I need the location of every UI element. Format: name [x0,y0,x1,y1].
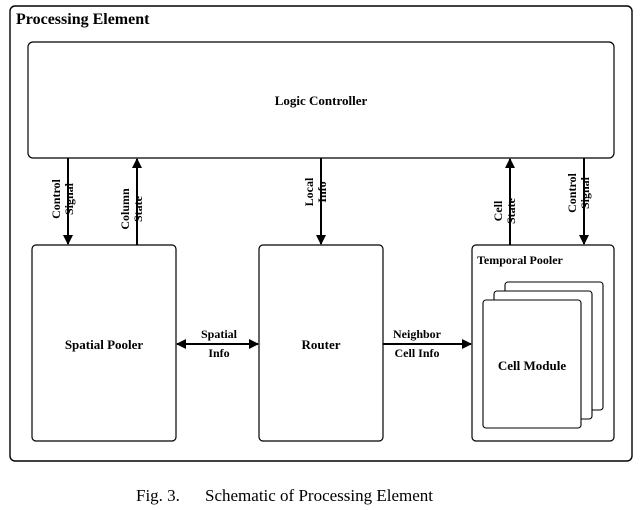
spatial-pooler-label: Spatial Pooler [65,337,144,352]
control-signal-right-label: Control Signal [565,172,592,212]
svg-text:Control: Control [49,178,63,218]
svg-text:Cell Info: Cell Info [395,346,440,360]
svg-text:Spatial: Spatial [201,327,238,341]
control-signal-left-label: Control Signal [49,178,76,218]
temporal-pooler-label: Temporal Pooler [477,253,564,267]
svg-text:Cell: Cell [491,200,505,221]
svg-text:Signal: Signal [62,182,76,215]
svg-text:Column: Column [118,188,132,230]
svg-text:Control: Control [565,172,579,212]
router-label: Router [302,337,341,352]
svg-text:Neighbor: Neighbor [393,327,442,341]
svg-text:Info: Info [208,346,229,360]
column-state-label: Column State [118,188,145,230]
figure-caption-text: Schematic of Processing Element [205,486,433,505]
svg-text:Local: Local [302,177,316,206]
svg-text:Info: Info [315,181,329,202]
logic-controller-label: Logic Controller [275,93,368,108]
cell-module-front [482,299,582,429]
neighbor-cell-info-label: Neighbor Cell Info [393,327,442,360]
svg-text:State: State [504,197,518,224]
svg-text:State: State [131,195,145,222]
local-info-label: Local Info [302,177,329,206]
figure-caption-number: Fig. 3. [136,486,180,505]
processing-element-title: Processing Element [16,11,150,28]
svg-text:Signal: Signal [578,176,592,209]
cell-module-label: Cell Module [498,358,566,373]
cell-state-label: Cell State [491,197,518,224]
spatial-info-label: Spatial Info [201,327,238,360]
